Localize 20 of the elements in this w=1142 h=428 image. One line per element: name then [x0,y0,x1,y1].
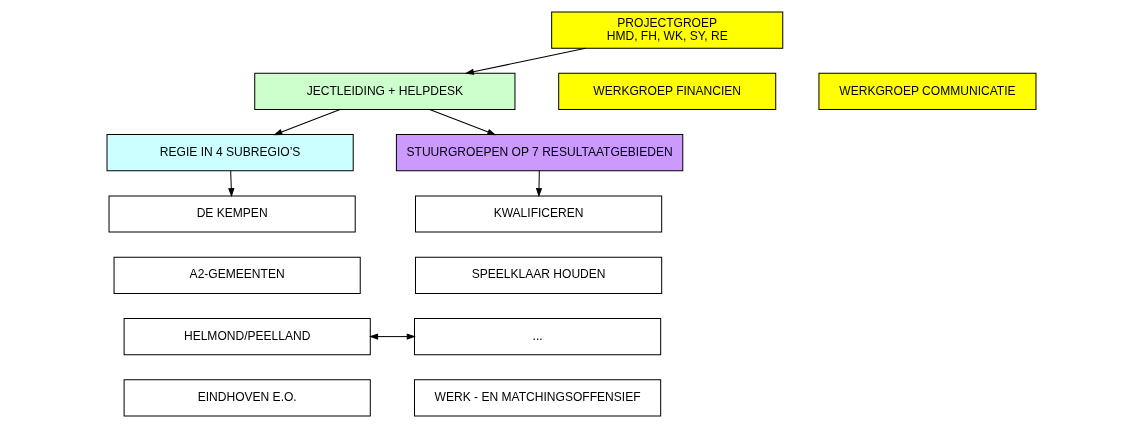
arrow [465,47,586,75]
node-box: REGIE IN 4 SUBREGIO’S [106,134,354,172]
node-box: A2-GEMEENTEN [113,256,361,294]
node-box: WERK - EN MATCHINGSOFFENSIEF [413,379,661,417]
arrow [227,170,234,197]
node-box: SPEELKLAAR HOUDEN [414,256,662,294]
arrow [273,109,341,136]
node-box: HELMOND/PEELLAND [123,318,371,356]
arrow [428,109,495,136]
node-box: DE KEMPEN [108,195,356,233]
node-box: ... [413,318,661,356]
node-box: JECTLEIDING + HELPDESK [253,72,515,110]
node-box: PROJECTGROEP HMD, FH, WK, SY, RE [550,11,783,49]
node-box: WERKGROEP COMMUNICATIE [817,72,1036,110]
node-box: EINDHOVEN E.O. [123,379,371,417]
arrow [535,170,542,197]
arrow [369,333,415,340]
node-box: WERKGROEP FINANCIEN [557,72,776,110]
node-box: KWALIFICEREN [414,195,662,233]
node-box: STUURGROEPEN OP 7 RESULTAATGEBIEDEN [395,134,683,172]
